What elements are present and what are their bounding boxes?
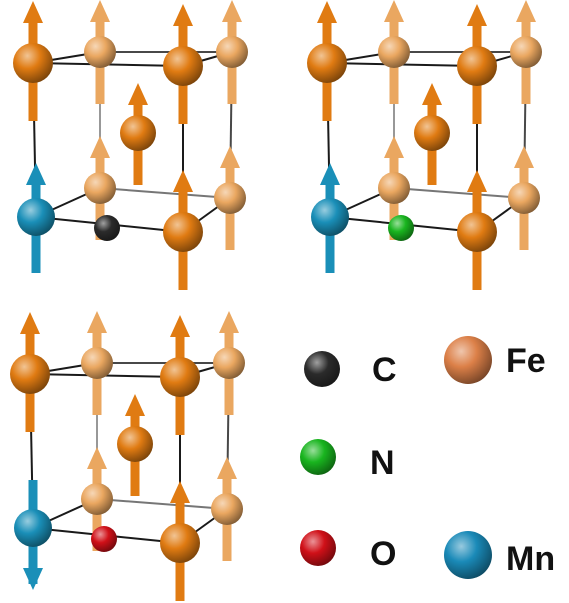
fe-front-top-right-atom <box>160 357 200 397</box>
fe-back-top-left-atom <box>84 36 116 68</box>
legend-item-n: N <box>300 439 395 482</box>
legend-swatch-c <box>304 351 340 387</box>
fe-front-bottom-right-atom <box>163 212 203 252</box>
fe-front-top-left-atom <box>10 354 50 394</box>
legend-swatch-o <box>300 530 336 566</box>
panel-nitrogen <box>307 0 542 290</box>
fe-front-top-left-atom <box>13 43 53 83</box>
legend-label-c: C <box>372 351 397 389</box>
fe-back-top-right-atom <box>510 36 542 68</box>
legend-swatch-fe <box>444 336 492 384</box>
fe-back-top-right-atom <box>213 347 245 379</box>
legend-swatch-mn <box>444 531 492 579</box>
legend-item-o: O <box>300 530 396 573</box>
fe-body-center-atom <box>117 426 153 462</box>
fe-body-center-atom <box>120 115 156 151</box>
panel-oxygen <box>10 311 245 601</box>
legend-item-c: C <box>304 351 397 389</box>
panel-carbon <box>13 0 248 290</box>
fe-front-top-left-atom <box>307 43 347 83</box>
fe-back-top-left-atom <box>378 36 410 68</box>
fe-body-center-atom <box>414 115 450 151</box>
interstitial-n-atom <box>388 215 414 241</box>
mn-atom <box>311 198 349 236</box>
fe-back-bottom-right-atom <box>211 493 243 525</box>
fe-front-bottom-right-atom <box>160 523 200 563</box>
legend: C N O Fe Mn <box>300 336 555 579</box>
legend-label-mn: Mn <box>506 540 555 578</box>
fe-back-top-right-atom <box>216 36 248 68</box>
legend-label-fe: Fe <box>506 342 546 380</box>
fe-back-top-left-atom <box>81 347 113 379</box>
legend-swatch-n <box>300 439 336 475</box>
legend-label-o: O <box>370 535 396 573</box>
legend-item-fe: Fe <box>444 336 546 384</box>
fe-back-bottom-right-atom <box>508 182 540 214</box>
legend-item-mn: Mn <box>444 531 555 579</box>
fe-back-bottom-left-atom <box>378 172 410 204</box>
fe-back-bottom-right-atom <box>214 182 246 214</box>
legend-label-n: N <box>370 444 395 482</box>
fe-front-top-right-atom <box>163 46 203 86</box>
fe-front-bottom-right-atom <box>457 212 497 252</box>
mn-atom <box>17 198 55 236</box>
fe-back-bottom-left-atom <box>81 483 113 515</box>
interstitial-c-atom <box>94 215 120 241</box>
fe-front-top-right-atom <box>457 46 497 86</box>
interstitial-o-atom <box>91 526 117 552</box>
mn-atom <box>14 509 52 547</box>
fe-back-bottom-left-atom <box>84 172 116 204</box>
